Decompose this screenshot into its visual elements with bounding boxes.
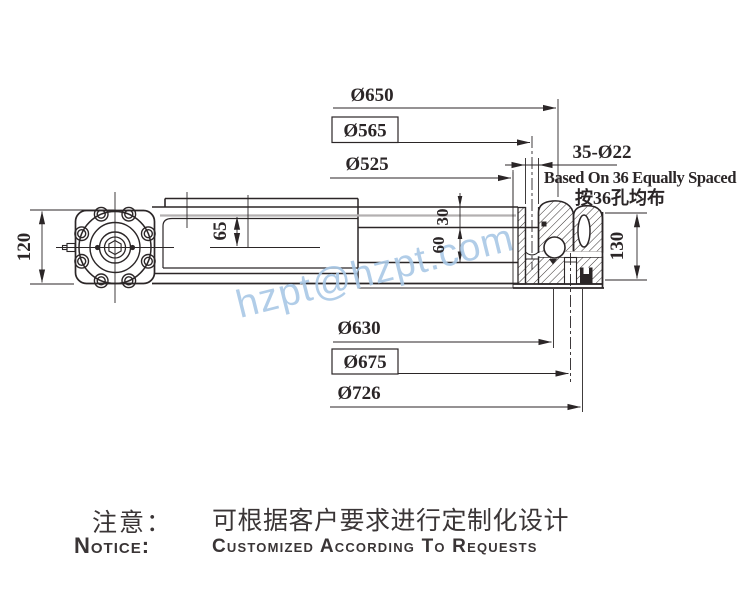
dim-675-label: Ø675 xyxy=(343,352,386,373)
hole-spec-label: 35-Ø22 xyxy=(572,142,631,163)
notice-label-en: Notice: xyxy=(74,533,151,558)
notice-label-cn: 注意： xyxy=(92,509,174,537)
flange-bolts xyxy=(74,206,156,289)
hole-note-cn-label: 按36孔均布 xyxy=(575,187,665,208)
dim-650-label: Ø650 xyxy=(350,85,393,106)
dim-726-label: Ø726 xyxy=(337,383,380,404)
gearbox-body xyxy=(152,192,539,289)
dim-525-label: Ø525 xyxy=(345,154,388,175)
watermark-text: hzpt@hzpt.com xyxy=(232,216,518,327)
dim-630-label: Ø630 xyxy=(337,318,380,339)
dimension-labels: Ø650 Ø565 Ø525 35-Ø22 Based On 36 Equall… xyxy=(14,85,737,404)
dim-130-label: 130 xyxy=(607,232,628,261)
dim-120-label: 120 xyxy=(14,233,35,262)
dim-30-label: 30 xyxy=(433,209,452,226)
motor-flange-view xyxy=(56,192,174,303)
hole-note-en-label: Based On 36 Equally Spaced xyxy=(544,168,736,187)
dim-60-label: 60 xyxy=(429,237,448,254)
dimensions xyxy=(30,99,647,412)
dim-565-label: Ø565 xyxy=(343,121,386,142)
notice-text-en: Customized According To Requests xyxy=(212,536,538,557)
dim-65-label: 65 xyxy=(210,222,231,241)
notice-text-cn: 可根据客户要求进行定制化设计 xyxy=(212,507,570,535)
